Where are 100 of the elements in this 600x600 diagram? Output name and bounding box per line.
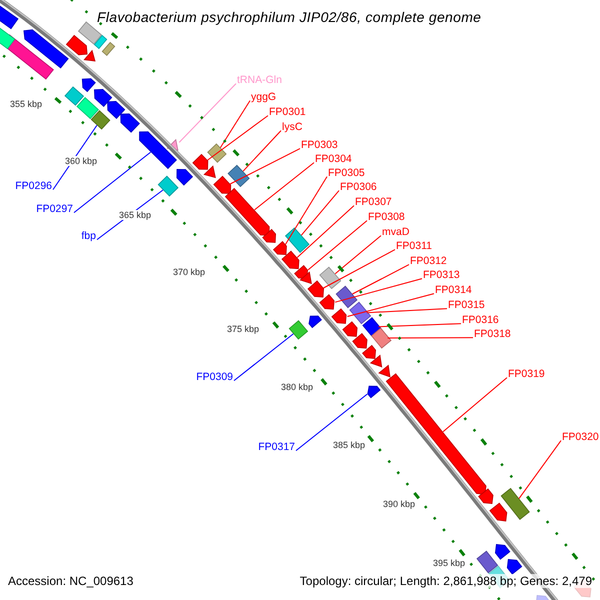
gene-feature xyxy=(120,114,140,133)
leader-line xyxy=(518,440,562,500)
gene-feature xyxy=(213,176,232,194)
gene-block xyxy=(78,21,102,45)
gene-block xyxy=(370,328,392,349)
leader-line xyxy=(387,337,474,338)
gene-block xyxy=(90,110,110,130)
gene-label: FP0309 xyxy=(196,371,233,383)
gene-label: FP0315 xyxy=(448,299,485,311)
gene-label: fbp xyxy=(81,230,96,242)
scale-label: 360 kbp xyxy=(64,156,98,166)
leader-line xyxy=(284,176,328,245)
genome-summary-text: Topology: circular; Length: 2,861,988 bp; Genes: 2,479 xyxy=(300,574,592,588)
gene-label: FP0312 xyxy=(410,255,447,267)
gene-block xyxy=(76,97,99,120)
gene-feature xyxy=(307,280,324,298)
leader-line xyxy=(334,235,382,274)
gene-feature xyxy=(66,34,88,56)
gene-label: FP0304 xyxy=(315,153,352,165)
gene-feature xyxy=(166,138,178,151)
gene-feature xyxy=(319,294,335,310)
gene-feature xyxy=(378,364,390,378)
gene-label: FP0319 xyxy=(508,368,545,380)
gene-label: FP0307 xyxy=(355,196,392,208)
leader-line xyxy=(366,308,448,314)
gene-feature xyxy=(342,321,358,337)
leader-line xyxy=(242,130,282,172)
gene-feature xyxy=(84,50,96,62)
gene-label: FP0301 xyxy=(269,106,306,118)
gene-label: FP0320 xyxy=(562,431,599,443)
gene-label: FP0296 xyxy=(15,180,52,192)
gene-block xyxy=(319,266,342,290)
gene-label: FP0303 xyxy=(301,139,338,151)
gene-label: FP0311 xyxy=(396,240,432,252)
gene-feature xyxy=(107,101,126,119)
leader-line xyxy=(346,293,434,317)
scale-label: 390 kbp xyxy=(382,499,416,509)
scale-label: 355 kbp xyxy=(10,99,42,109)
gene-block xyxy=(207,143,227,163)
gene-feature xyxy=(362,344,376,360)
gene-label: FP0306 xyxy=(340,181,377,193)
scale-label: 370 kbp xyxy=(172,267,206,277)
gene-block xyxy=(476,550,498,574)
gene-feature xyxy=(478,488,494,504)
gene-label: FP0297 xyxy=(36,203,73,215)
leader-line xyxy=(52,124,98,190)
gene-feature xyxy=(272,241,287,256)
gene-block xyxy=(284,227,310,253)
gene-block xyxy=(94,34,108,50)
leader-line xyxy=(254,162,314,210)
gene-block xyxy=(362,317,382,337)
leader-line xyxy=(442,377,508,432)
gene-feature xyxy=(176,169,194,186)
gene-label: FP0314 xyxy=(435,284,472,296)
leader-line xyxy=(207,115,268,161)
map-title: Flavobacterium psychrophilum JIP02/86, complete genome xyxy=(97,9,482,25)
gene-label: yggG xyxy=(251,91,276,103)
gene-feature xyxy=(367,386,381,398)
gene-feature xyxy=(536,594,550,600)
gene-label: FP0313 xyxy=(423,269,460,281)
leader-line xyxy=(220,100,250,148)
gene-feature xyxy=(494,544,510,560)
leader-line xyxy=(378,323,462,328)
gene-block xyxy=(64,86,84,106)
gene-feature xyxy=(386,373,486,495)
gene-feature xyxy=(352,333,368,349)
leader-line xyxy=(352,264,410,294)
scale-label: 365 kbp xyxy=(118,210,152,220)
leader-line xyxy=(334,278,422,303)
gene-feature xyxy=(203,165,216,178)
gene-feature xyxy=(308,316,322,328)
gene-label: tRNA-Gln xyxy=(237,74,282,86)
gene-feature xyxy=(139,131,177,170)
gene-feature xyxy=(370,354,382,368)
leader-line xyxy=(323,249,396,288)
accession-text: Accession: NC_009613 xyxy=(8,574,134,588)
scale-label: 395 kbp xyxy=(432,558,466,568)
scale-label: 375 kbp xyxy=(226,324,260,334)
leader-line xyxy=(308,220,368,270)
gene-block xyxy=(0,26,16,50)
gene-block xyxy=(349,302,372,324)
gene-label: FP0308 xyxy=(368,211,405,223)
gene-feature xyxy=(94,89,112,107)
gene-feature xyxy=(489,502,508,522)
scale-label: 385 kbp xyxy=(332,440,366,450)
leader-line xyxy=(296,394,368,452)
leader-line xyxy=(74,152,152,214)
gene-block xyxy=(500,488,530,520)
leader-line xyxy=(178,83,236,143)
gene-feature xyxy=(300,271,312,284)
gene-feature xyxy=(192,154,208,170)
leader-line xyxy=(230,148,300,184)
gene-feature xyxy=(224,188,270,236)
gene-block xyxy=(288,320,308,340)
gene-label: lysC xyxy=(282,121,302,133)
gene-block xyxy=(102,42,116,56)
gene-feature xyxy=(506,558,522,575)
gene-feature xyxy=(262,228,276,243)
gene-label: mvaD xyxy=(382,226,410,238)
gene-feature xyxy=(281,250,300,270)
